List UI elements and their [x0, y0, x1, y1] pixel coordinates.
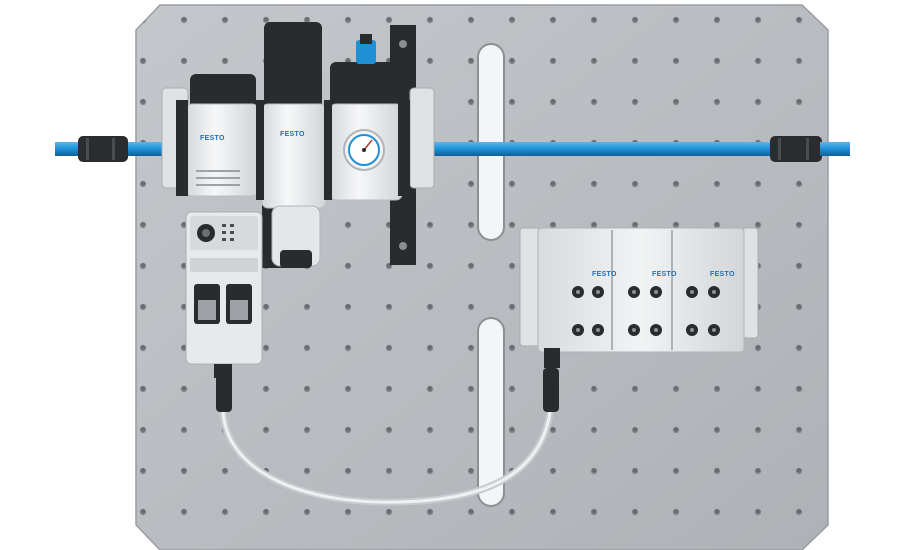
air-tube-right: [432, 136, 850, 162]
service-unit-brand-1: FESTO: [200, 135, 225, 142]
bus-node-module: [185, 211, 263, 378]
valve-brand-2: FESTO: [652, 271, 677, 278]
valve-brand-3: FESTO: [710, 271, 735, 278]
pressure-gauge: [343, 129, 385, 171]
slot-bottom: [477, 317, 505, 507]
valve-brand-1: FESTO: [592, 271, 617, 278]
m12-cable: [216, 368, 559, 506]
valve-terminal: [519, 227, 759, 368]
filter-regulator-unit: [161, 22, 435, 268]
service-unit-brand-2: FESTO: [280, 131, 305, 138]
